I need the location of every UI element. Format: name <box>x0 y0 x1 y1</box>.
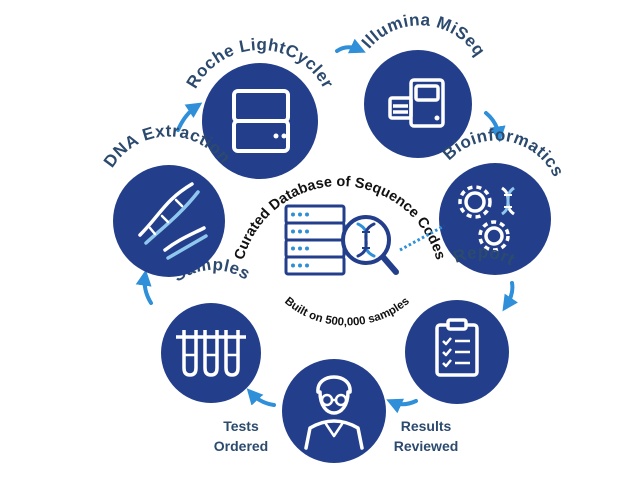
svg-text:Tests: Tests <box>223 418 259 434</box>
center-subtitle: Built on 500,000 samples <box>282 295 412 328</box>
node-illumina-miseq: Illumina MiSeq <box>358 10 489 158</box>
test-tubes-icon <box>176 330 246 377</box>
magnifier-icon <box>341 215 399 275</box>
node-dna-extraction: DNA Extraction <box>100 121 234 277</box>
svg-text:Reviewed: Reviewed <box>394 438 459 454</box>
node-circle-bioinformatics <box>439 163 551 275</box>
node-samples: Samples <box>161 255 261 403</box>
node-circle-miseq <box>364 50 472 158</box>
svg-text:Ordered: Ordered <box>214 438 268 454</box>
arrow-dna-to-roche <box>176 102 203 132</box>
arrow-report-to-scientist <box>386 398 418 414</box>
node-circle-scientist <box>282 359 386 463</box>
node-bioinformatics: Bioinformatics <box>439 125 567 275</box>
cycle-arrows <box>135 38 518 414</box>
server-icon <box>232 89 290 153</box>
node-scientist <box>282 359 386 463</box>
arrow-samples-to-dna <box>135 269 153 305</box>
tests-ordered-label: Tests Ordered <box>214 418 268 454</box>
arrow-bioinformatics-to-report <box>502 281 518 312</box>
hub-connector-dashes <box>399 224 445 252</box>
sequencer-instrument-icon <box>388 78 445 128</box>
center-title: Curated Database of Sequence Codes <box>232 174 448 262</box>
database-stack-icon <box>284 204 346 276</box>
svg-text:Results: Results <box>401 418 452 434</box>
arrow-scientist-to-samples <box>246 388 276 407</box>
node-circle-samples <box>161 303 261 403</box>
database-magnifier-dna-icon <box>284 204 399 276</box>
center-hub: Curated Database of Sequence Codes Built… <box>232 174 448 329</box>
gears-dna-icon <box>458 185 515 252</box>
dna-helix-icon <box>138 182 208 260</box>
arrow-roche-to-miseq <box>335 38 366 54</box>
results-reviewed-label: Results Reviewed <box>394 418 459 454</box>
arrow-miseq-to-bioinformatics <box>484 111 506 143</box>
clipboard-checklist-icon <box>435 318 479 377</box>
scientist-icon <box>304 375 364 450</box>
node-roche-lightcycler: Roche LightCycler <box>183 35 337 179</box>
